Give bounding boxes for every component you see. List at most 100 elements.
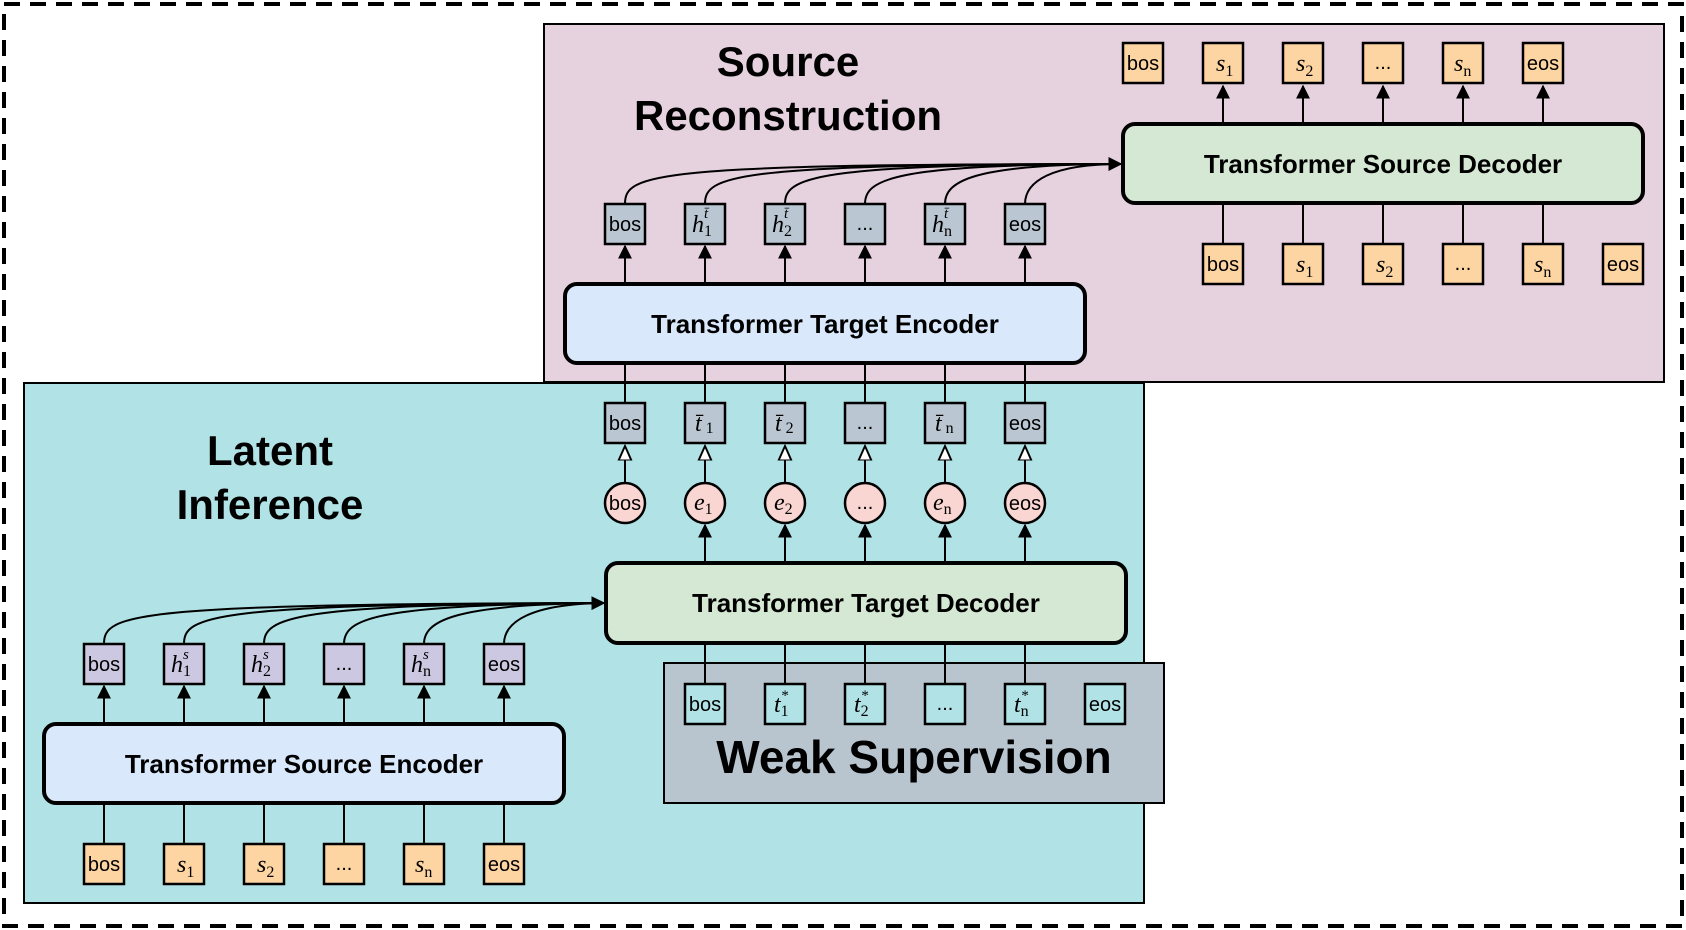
target-encoder-hidden-tokens: bos h1t̄ h2t̄ ... hnt̄ eos xyxy=(603,202,1047,246)
weak-supervision-region xyxy=(663,662,1165,804)
source-decoder-output-tokens: bos s1 s2 ... sn eos xyxy=(1121,41,1565,85)
token-hn-s: hns xyxy=(402,642,446,686)
svg-text:...: ... xyxy=(1455,253,1472,275)
weak-supervision-input-lines xyxy=(704,643,1026,684)
target-to-source-decoder-connections xyxy=(624,157,1123,205)
latent-inference-title: Latent xyxy=(207,427,333,474)
svg-text:en: en xyxy=(933,490,952,518)
svg-text:t̄n: t̄n xyxy=(935,411,954,437)
source-encoder-label: Transformer Source Encoder xyxy=(125,749,483,779)
svg-text:sn: sn xyxy=(415,852,432,881)
svg-text:bos: bos xyxy=(88,654,120,676)
svg-text:...: ... xyxy=(336,653,353,675)
token-s1: s1 xyxy=(162,842,206,886)
token-s2: s2 xyxy=(242,842,286,886)
svg-text:s1: s1 xyxy=(1216,51,1233,80)
token-bos: bos xyxy=(1121,41,1165,85)
svg-text:hns: hns xyxy=(411,647,431,680)
svg-text:s1: s1 xyxy=(177,852,194,881)
svg-text:h1t̄: h1t̄ xyxy=(692,206,712,240)
svg-text:...: ... xyxy=(336,853,353,875)
weak-supervision-tokens: bos t1* t2* ... tn* eos xyxy=(683,682,1127,726)
token-sn: sn xyxy=(1521,242,1565,286)
svg-text:eos: eos xyxy=(488,654,520,676)
svg-text:eos: eos xyxy=(1527,53,1559,75)
token-ellipsis: ... xyxy=(923,682,967,726)
circle-e2: e2 xyxy=(763,481,807,525)
svg-text:...: ... xyxy=(857,412,874,434)
svg-text:h2s: h2s xyxy=(251,647,271,680)
token-bos: bos xyxy=(603,202,647,246)
token-ellipsis: ... xyxy=(1441,242,1485,286)
token-ellipsis: ... xyxy=(843,202,887,246)
transformer-target-encoder xyxy=(563,282,1087,365)
token-eos: eos xyxy=(1083,682,1127,726)
token-eos: eos xyxy=(1003,401,1047,445)
circle-en: en xyxy=(923,481,967,525)
token-ellipsis: ... xyxy=(1361,41,1405,85)
svg-text:eos: eos xyxy=(488,854,520,876)
sampling-arrows xyxy=(625,446,1025,483)
target-decoder-output-arrows xyxy=(698,523,1032,563)
circle-eos: eos xyxy=(1003,481,1047,525)
source-decoder-label: Transformer Source Decoder xyxy=(1204,149,1562,179)
svg-text:bos: bos xyxy=(1127,53,1159,75)
token-eos: eos xyxy=(1003,202,1047,246)
svg-text:s2: s2 xyxy=(1296,51,1313,80)
svg-text:...: ... xyxy=(937,693,954,715)
target-encoder-output-arrows xyxy=(618,244,1032,284)
svg-text:s1: s1 xyxy=(1296,252,1313,281)
svg-text:e2: e2 xyxy=(774,490,793,518)
token-bos: bos xyxy=(82,642,126,686)
svg-text:bos: bos xyxy=(609,214,641,236)
token-s1: s1 xyxy=(1201,41,1245,85)
circle-e1: e1 xyxy=(683,481,727,525)
token-eos: eos xyxy=(1521,41,1565,85)
token-h1-tbar: h1t̄ xyxy=(683,202,727,246)
token-ellipsis: ... xyxy=(322,842,366,886)
token-s2: s2 xyxy=(1281,41,1325,85)
token-bos: bos xyxy=(82,842,126,886)
target-encoder-label: Transformer Target Encoder xyxy=(651,309,999,339)
token-h2-tbar: h2t̄ xyxy=(763,202,807,246)
target-decoder-output-circles: bos e1 e2 ... en eos xyxy=(603,481,1047,525)
token-h1-s: h1s xyxy=(162,642,206,686)
token-h2-s: h2s xyxy=(242,642,286,686)
svg-text:bos: bos xyxy=(689,694,721,716)
source-reconstruction-title-2: Reconstruction xyxy=(634,92,942,139)
token-eos: eos xyxy=(482,642,526,686)
latent-inference-title-2: Inference xyxy=(177,481,364,528)
svg-text:t̄2: t̄2 xyxy=(775,411,794,437)
token-ellipsis: ... xyxy=(843,401,887,445)
token-t1-star: t1* xyxy=(763,682,807,726)
svg-text:h1s: h1s xyxy=(171,647,191,680)
svg-text:h2t̄: h2t̄ xyxy=(772,206,792,240)
source-encoder-input-lines xyxy=(103,803,505,844)
svg-text:eos: eos xyxy=(1607,254,1639,276)
token-ellipsis: ... xyxy=(322,642,366,686)
svg-text:eos: eos xyxy=(1009,493,1041,515)
token-tbar1: t̄1 xyxy=(683,401,727,445)
token-bos: bos xyxy=(603,401,647,445)
source-encoder-output-arrows xyxy=(97,684,511,724)
latent-target-tokens: bos t̄1 t̄2 ... t̄n eos xyxy=(603,401,1047,445)
svg-text:bos: bos xyxy=(609,413,641,435)
svg-text:eos: eos xyxy=(1089,694,1121,716)
svg-text:t2*: t2* xyxy=(854,688,869,720)
svg-text:s2: s2 xyxy=(257,852,274,881)
token-bos: bos xyxy=(1201,242,1245,286)
weak-supervision-title: Weak Supervision xyxy=(716,731,1111,783)
decoder-output-arrows xyxy=(1216,84,1550,124)
token-tn-star: tn* xyxy=(1003,682,1047,726)
source-reconstruction-title: Source xyxy=(717,38,859,85)
token-eos: eos xyxy=(482,842,526,886)
source-to-target-decoder-connections xyxy=(103,596,606,645)
token-s1: s1 xyxy=(1281,242,1325,286)
svg-text:hnt̄: hnt̄ xyxy=(932,206,952,240)
token-sn: sn xyxy=(1441,41,1485,85)
svg-text:sn: sn xyxy=(1454,51,1471,80)
transformer-source-encoder xyxy=(42,722,566,805)
token-tbarn: t̄n xyxy=(923,401,967,445)
